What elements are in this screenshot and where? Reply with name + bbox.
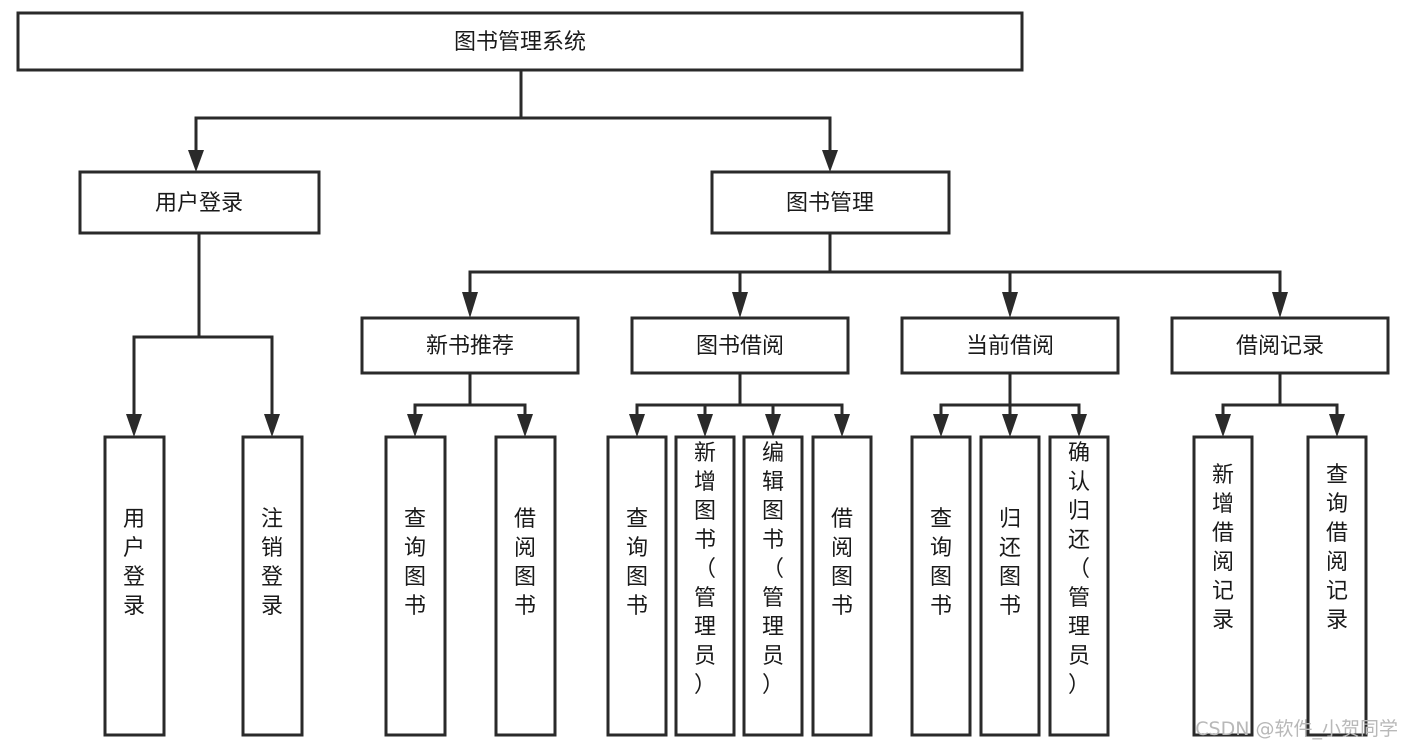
node-user-login-label: 用户登录 — [155, 191, 243, 216]
arrow-head-icon — [834, 414, 850, 437]
node-borrow-record[interactable]: 借阅记录 — [1170, 316, 1390, 375]
leaf-bb-add-label: 新增图书（管理员） — [694, 441, 716, 698]
arrow-head-icon — [1329, 414, 1345, 437]
connector-group-current-borrow — [933, 371, 1087, 437]
leaf-bb-edit[interactable]: 编辑图书（管理员） — [742, 435, 804, 737]
node-root[interactable]: 图书管理系统 — [16, 11, 1024, 72]
leaf-cb-confirm[interactable]: 确认归还（管理员） — [1048, 435, 1110, 737]
connector-group-user-login — [126, 231, 280, 437]
connector-group-root — [188, 68, 838, 172]
node-borrow-record-box[interactable] — [1170, 316, 1390, 375]
connector-group-book-borrow — [629, 371, 850, 437]
node-user-login[interactable]: 用户登录 — [78, 170, 321, 235]
node-user-login-box[interactable] — [78, 170, 321, 235]
arrow-head-icon — [1002, 292, 1018, 318]
arrow-head-icon — [517, 414, 533, 437]
node-new-book-rec[interactable]: 新书推荐 — [360, 316, 580, 375]
leaf-cb-query[interactable]: 查询图书 — [910, 435, 972, 737]
leaf-bb-add-box[interactable] — [674, 435, 736, 737]
leaf-bb-query-label: 查询图书 — [626, 507, 648, 619]
node-book-manage-box[interactable] — [710, 170, 951, 235]
leaf-br-add[interactable]: 新增借阅记录 — [1192, 435, 1254, 737]
leaf-bb-borrow-label: 借阅图书 — [831, 507, 853, 619]
arrow-head-icon — [933, 414, 949, 437]
leaf-br-query-label: 查询借阅记录 — [1326, 463, 1348, 633]
leaf-logout-box[interactable] — [241, 435, 304, 737]
arrow-head-icon — [732, 292, 748, 318]
node-book-manage-label: 图书管理 — [786, 191, 874, 216]
leaf-user-login-box[interactable] — [103, 435, 166, 737]
leaf-br-query-box[interactable] — [1306, 435, 1368, 737]
leaf-nbr-borrow-box[interactable] — [494, 435, 557, 737]
arrow-head-icon — [188, 150, 204, 172]
node-current-borrow-label: 当前借阅 — [966, 334, 1054, 359]
arrow-head-icon — [264, 414, 280, 437]
arrow-head-icon — [407, 414, 423, 437]
arrow-head-icon — [697, 414, 713, 437]
arrow-head-icon — [765, 414, 781, 437]
arrow-head-icon — [462, 292, 478, 318]
leaf-bb-query-box[interactable] — [606, 435, 668, 737]
leaf-cb-return-label: 归还图书 — [999, 507, 1021, 619]
leaf-bb-edit-label: 编辑图书（管理员） — [762, 441, 784, 698]
arrow-head-icon — [1071, 414, 1087, 437]
node-new-book-rec-box[interactable] — [360, 316, 580, 375]
leaf-bb-add[interactable]: 新增图书（管理员） — [674, 435, 736, 737]
leaf-logout[interactable]: 注销登录 — [241, 435, 304, 737]
node-current-borrow[interactable]: 当前借阅 — [900, 316, 1120, 375]
connector-group-book-manage — [462, 231, 1288, 318]
node-book-manage[interactable]: 图书管理 — [710, 170, 951, 235]
leaf-br-add-box[interactable] — [1192, 435, 1254, 737]
leaf-user-login-label: 用户登录 — [123, 507, 145, 619]
node-book-borrow[interactable]: 图书借阅 — [630, 316, 850, 375]
leaf-nbr-query-label: 查询图书 — [404, 507, 426, 619]
leaf-bb-borrow[interactable]: 借阅图书 — [811, 435, 873, 737]
watermark-label: CSDN @软件_小贺同学 — [1195, 718, 1398, 740]
arrow-head-icon — [1272, 292, 1288, 318]
node-borrow-record-label: 借阅记录 — [1236, 334, 1324, 359]
node-root-label: 图书管理系统 — [454, 30, 586, 55]
leaf-user-login[interactable]: 用户登录 — [103, 435, 166, 737]
leaf-cb-query-label: 查询图书 — [930, 507, 952, 619]
arrow-head-icon — [126, 414, 142, 437]
node-current-borrow-box[interactable] — [900, 316, 1120, 375]
leaf-br-query[interactable]: 查询借阅记录 — [1306, 435, 1368, 737]
arrow-head-icon — [1002, 414, 1018, 437]
leaf-nbr-query-box[interactable] — [384, 435, 447, 737]
leaf-nbr-query[interactable]: 查询图书 — [384, 435, 447, 737]
connector-group-borrow-record — [1215, 371, 1345, 437]
leaf-bb-borrow-box[interactable] — [811, 435, 873, 737]
leaf-cb-return-box[interactable] — [979, 435, 1041, 737]
leaf-nbr-borrow[interactable]: 借阅图书 — [494, 435, 557, 737]
leaf-bb-edit-box[interactable] — [742, 435, 804, 737]
node-new-book-rec-label: 新书推荐 — [426, 334, 514, 359]
leaf-logout-label: 注销登录 — [261, 507, 283, 619]
node-book-borrow-box[interactable] — [630, 316, 850, 375]
leaf-cb-confirm-box[interactable] — [1048, 435, 1110, 737]
arrow-head-icon — [822, 150, 838, 172]
leaf-cb-confirm-label: 确认归还（管理员） — [1068, 441, 1090, 698]
arrow-head-icon — [1215, 414, 1231, 437]
leaf-nbr-borrow-label: 借阅图书 — [514, 507, 536, 619]
leaf-cb-return[interactable]: 归还图书 — [979, 435, 1041, 737]
connector-group-new-book-rec — [407, 371, 533, 437]
node-book-borrow-label: 图书借阅 — [696, 334, 784, 359]
leaf-br-add-label: 新增借阅记录 — [1212, 463, 1234, 633]
leaf-bb-query[interactable]: 查询图书 — [606, 435, 668, 737]
node-root-box[interactable] — [16, 11, 1024, 72]
arrow-head-icon — [629, 414, 645, 437]
leaf-cb-query-box[interactable] — [910, 435, 972, 737]
